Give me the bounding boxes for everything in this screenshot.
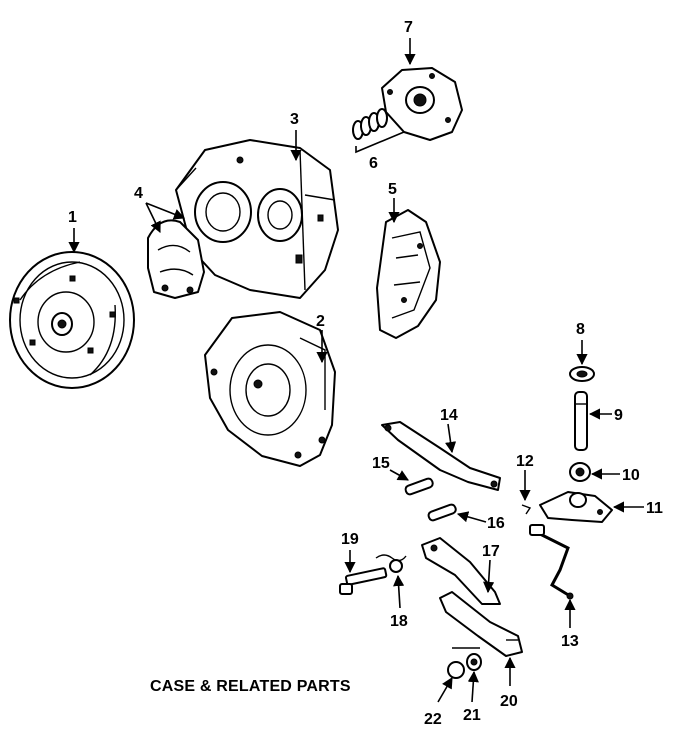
part-seal-rings bbox=[352, 108, 388, 140]
part-bolt bbox=[339, 567, 388, 595]
callout-5: 5 bbox=[388, 181, 397, 198]
callout-8: 8 bbox=[576, 321, 585, 338]
part-bracket-20 bbox=[439, 591, 523, 657]
part-transaxle-case bbox=[175, 139, 339, 299]
callout-2: 2 bbox=[316, 313, 325, 330]
callout-13: 13 bbox=[561, 633, 579, 650]
part-gasket bbox=[147, 219, 205, 299]
diagram-caption: CASE & RELATED PARTS bbox=[150, 678, 351, 695]
callout-15: 15 bbox=[372, 455, 390, 472]
part-side-cover bbox=[376, 209, 441, 339]
callout-16: 16 bbox=[487, 515, 505, 532]
part-nut bbox=[569, 366, 595, 382]
callout-6: 6 bbox=[369, 155, 378, 172]
callout-3: 3 bbox=[290, 111, 299, 128]
callout-9: 9 bbox=[614, 407, 623, 424]
part-pin-15 bbox=[404, 477, 434, 496]
part-bushing bbox=[569, 462, 591, 482]
callout-7: 7 bbox=[404, 19, 413, 36]
callout-1: 1 bbox=[68, 209, 77, 226]
callout-10: 10 bbox=[622, 467, 640, 484]
part-park-lever bbox=[381, 421, 501, 491]
part-torque-converter bbox=[9, 251, 135, 389]
part-pin-16 bbox=[427, 503, 457, 522]
callout-11: 11 bbox=[646, 500, 663, 517]
leader-lines bbox=[68, 38, 644, 703]
callout-4: 4 bbox=[134, 185, 143, 202]
callout-18: 18 bbox=[390, 613, 408, 630]
callout-17: 17 bbox=[482, 543, 500, 560]
callout-12: 12 bbox=[516, 453, 534, 470]
callout-20: 20 bbox=[500, 693, 518, 710]
callout-numbers: 1 2 3 4 5 6 7 8 9 10 11 12 13 14 15 16 1… bbox=[68, 19, 663, 728]
part-converter-housing bbox=[204, 311, 336, 467]
callout-19: 19 bbox=[341, 531, 359, 548]
part-end-cover bbox=[381, 67, 463, 141]
part-small-bushing bbox=[447, 661, 465, 679]
part-spring bbox=[375, 554, 407, 573]
part-rod bbox=[529, 524, 574, 600]
part-spring-clip bbox=[452, 647, 482, 671]
callout-14: 14 bbox=[440, 407, 458, 424]
part-shift-lever bbox=[539, 491, 613, 523]
callout-22: 22 bbox=[424, 711, 442, 728]
part-shift-shaft bbox=[574, 391, 588, 451]
callout-21: 21 bbox=[463, 707, 481, 724]
part-clip bbox=[521, 504, 532, 515]
part-bracket-17 bbox=[421, 537, 501, 605]
